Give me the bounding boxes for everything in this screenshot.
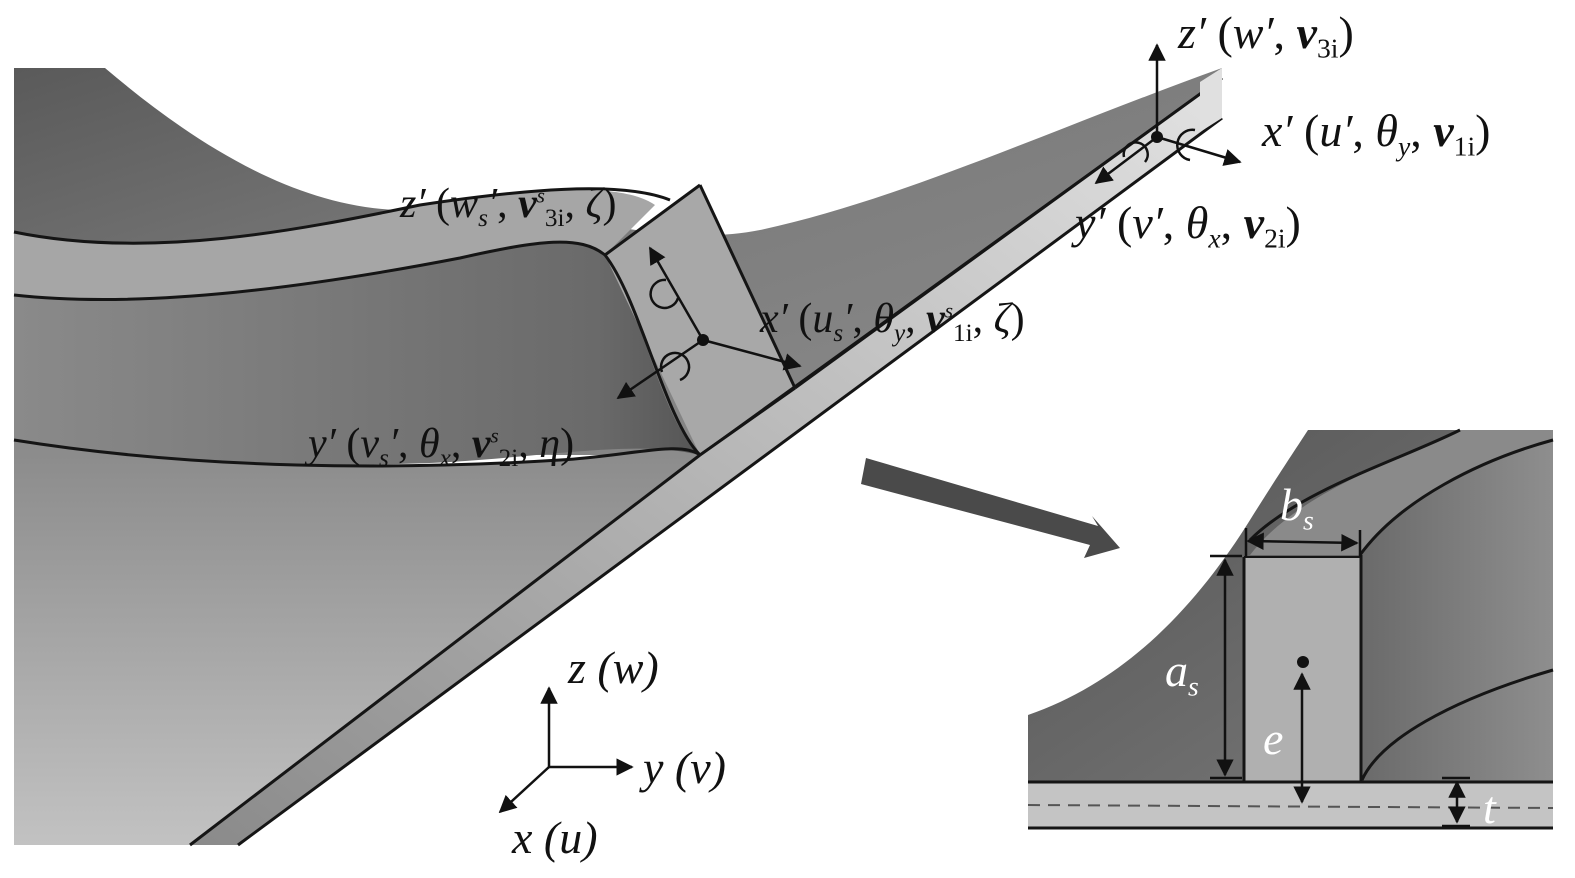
stiffener-local-axes [616,246,802,400]
plate-edge-strip [190,78,1222,845]
detail-pointer-arrow [861,458,1120,558]
label-beam-y-axis: y′ (v′, θx, v2i) [1075,197,1301,254]
label-global-y: y (v) [643,742,726,793]
label-beam-z-axis: z′ (w′, v3i) [1178,7,1354,64]
label-stiffener-y-axis: y′ (vs′, θx, vs2i, η) [308,421,575,472]
label-plate-thickness: t [1483,782,1496,833]
stiffener-top-band [14,189,655,300]
label-stiffener-x-axis: x′ (us′, θy, vs1i, ζ) [760,296,1025,347]
label-global-x: x (u) [512,812,598,863]
label-stiffener-z-axis: z′ (ws′, vs3i, ζ) [400,181,617,232]
label-eccentricity: e [1263,713,1284,764]
global-axes [498,686,634,814]
label-global-z: z (w) [568,642,659,693]
beam-end-local-axes [1094,43,1242,185]
label-stiffener-width: bs [1280,479,1314,536]
inset-cross-section [1027,428,1554,830]
label-stiffener-height: as [1165,645,1199,702]
beam-end-face [1200,68,1222,132]
plate-front-surface [14,440,700,845]
label-beam-x-axis: x′ (u′, θy, v1i) [1262,105,1491,162]
